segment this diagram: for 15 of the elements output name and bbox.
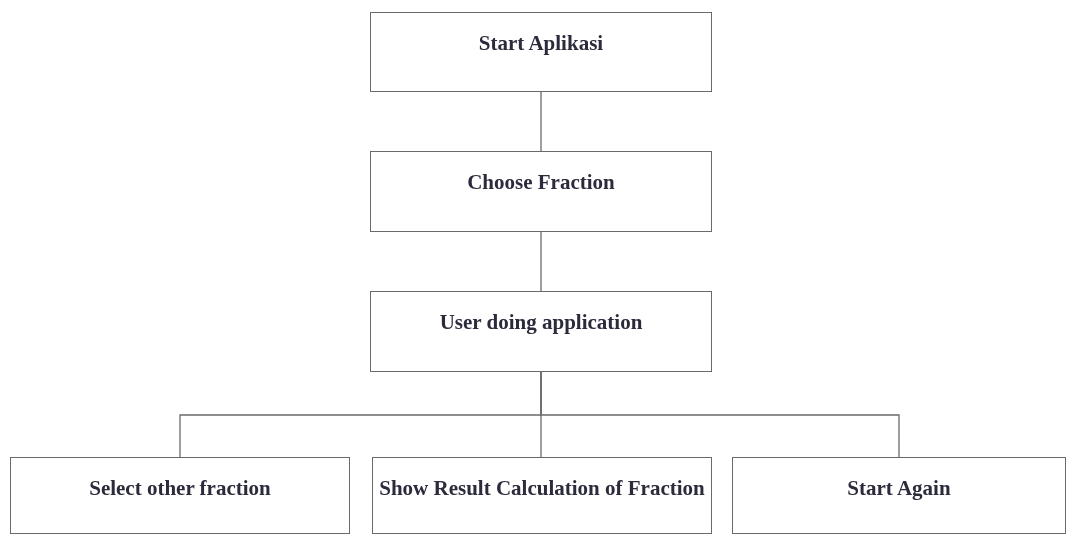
box-label: User doing application xyxy=(439,310,643,336)
process-box xyxy=(372,457,712,534)
box-label: Choose Fraction xyxy=(467,170,615,196)
connector-line xyxy=(540,91,542,152)
connector-line xyxy=(540,371,900,458)
process-box xyxy=(732,457,1066,534)
process-box xyxy=(370,151,712,232)
box-label: Select other fraction xyxy=(89,476,271,502)
box-label: Start Aplikasi xyxy=(478,31,604,57)
box-label: Show Result Calculation of Fraction xyxy=(379,476,705,502)
box-label: Start Again xyxy=(847,476,951,502)
process-box xyxy=(370,12,712,92)
process-box xyxy=(370,291,712,372)
process-box xyxy=(10,457,350,534)
connector-line xyxy=(540,231,542,292)
